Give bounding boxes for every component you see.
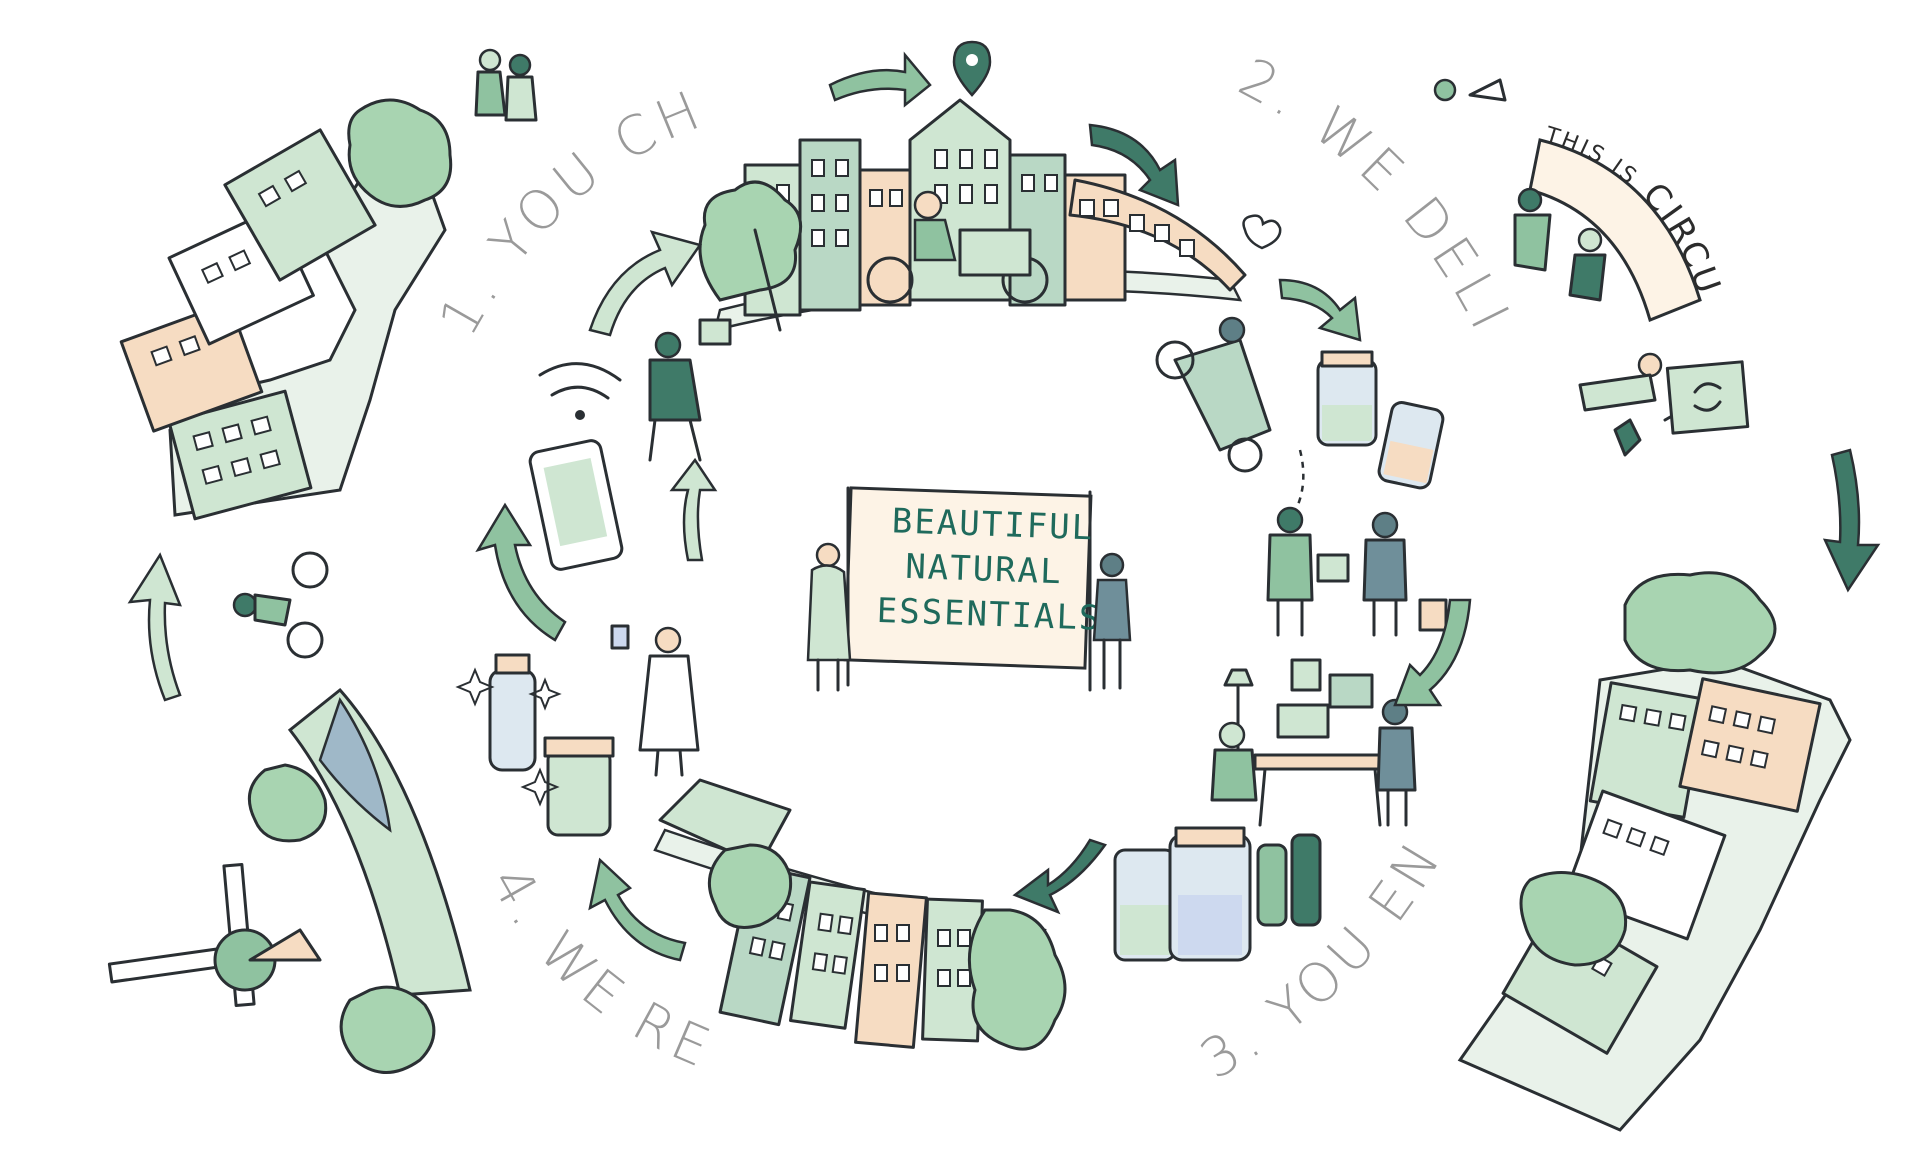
refill-lab-scene	[458, 320, 730, 835]
arrow-top	[830, 55, 930, 105]
arrow-left-inner-2	[672, 460, 715, 560]
center-banner: BEAUTIFUL NATURAL ESSENTIALS	[808, 488, 1130, 690]
arrow-outer-right	[1825, 450, 1878, 590]
arrow-bottom-center	[1015, 840, 1105, 912]
person-holding-banner-right	[1094, 554, 1130, 688]
jar-large	[1318, 352, 1376, 445]
banner-line-1: BEAUTIFUL	[891, 501, 1095, 548]
windmill	[109, 864, 320, 1005]
jars-bottles-group	[1115, 828, 1320, 960]
arrow-to-city	[590, 232, 700, 335]
cyclist-left	[234, 553, 327, 657]
recycle-sign	[1665, 362, 1748, 433]
person-holding-banner-left	[808, 544, 850, 690]
location-pin-icon	[954, 42, 990, 95]
banner-line-2: NATURAL	[905, 547, 1064, 592]
heart-icon	[1244, 216, 1281, 248]
arrow-outer-left	[130, 555, 180, 700]
arrow-refill	[590, 860, 685, 960]
bottom-city-street	[655, 780, 1065, 1049]
scientist	[612, 626, 698, 775]
person-at-computer	[650, 320, 730, 460]
arrow-deliver-2	[1280, 280, 1360, 340]
outer-city-right	[1460, 573, 1850, 1130]
enjoy-room-scene	[1212, 660, 1415, 825]
bottle-tall	[490, 655, 535, 770]
tree-bottom-left	[709, 845, 790, 928]
wifi-icon	[540, 364, 620, 420]
people-walking-top-left	[476, 50, 536, 120]
cargo-bike-delivery	[1157, 318, 1270, 471]
tree-outer-left	[349, 100, 451, 206]
tablet-device	[528, 439, 623, 571]
jar-medium	[1377, 401, 1444, 490]
banner-line-3: ESSENTIALS	[876, 591, 1102, 639]
people-handover	[1268, 508, 1446, 635]
tree-bottom-center	[969, 910, 1065, 1049]
tree-outer-right-top	[1625, 573, 1775, 673]
